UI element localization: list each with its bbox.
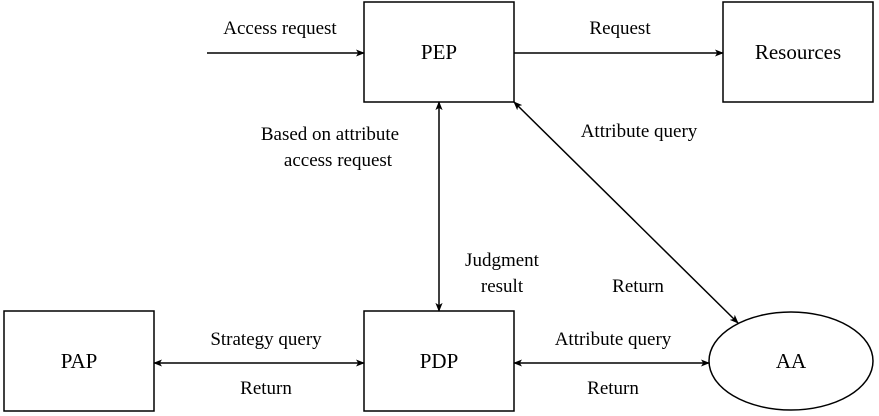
request-label: Request <box>589 18 651 39</box>
pdp-label: PDP <box>420 349 459 373</box>
aa-label: AA <box>776 349 807 373</box>
attribute-query-pdp-aa-label: Attribute query <box>555 329 672 350</box>
resources-label: Resources <box>755 40 841 64</box>
pep-label: PEP <box>421 40 457 64</box>
pep-box <box>363 1 515 103</box>
return-aa-pep-label: Return <box>612 276 664 297</box>
return-pap-label: Return <box>240 378 292 399</box>
based-on-attribute-label-line2: access request <box>284 150 393 171</box>
based-on-attribute-label-line1: Based on attribute <box>261 124 399 145</box>
pap-label: PAP <box>61 349 98 373</box>
strategy-query-label: Strategy query <box>210 329 322 350</box>
return-pdp-aa-label: Return <box>587 378 639 399</box>
pdp-box <box>363 310 515 412</box>
resources-box <box>722 1 874 103</box>
attribute-query-pep-aa-label: Attribute query <box>581 121 698 142</box>
access-request-label: Access request <box>223 18 337 39</box>
pep-aa-arrow <box>513 101 739 324</box>
judgment-result-label-line1: Judgment <box>465 250 540 271</box>
judgment-result-label-line2: result <box>481 276 524 297</box>
pap-box <box>3 310 155 412</box>
